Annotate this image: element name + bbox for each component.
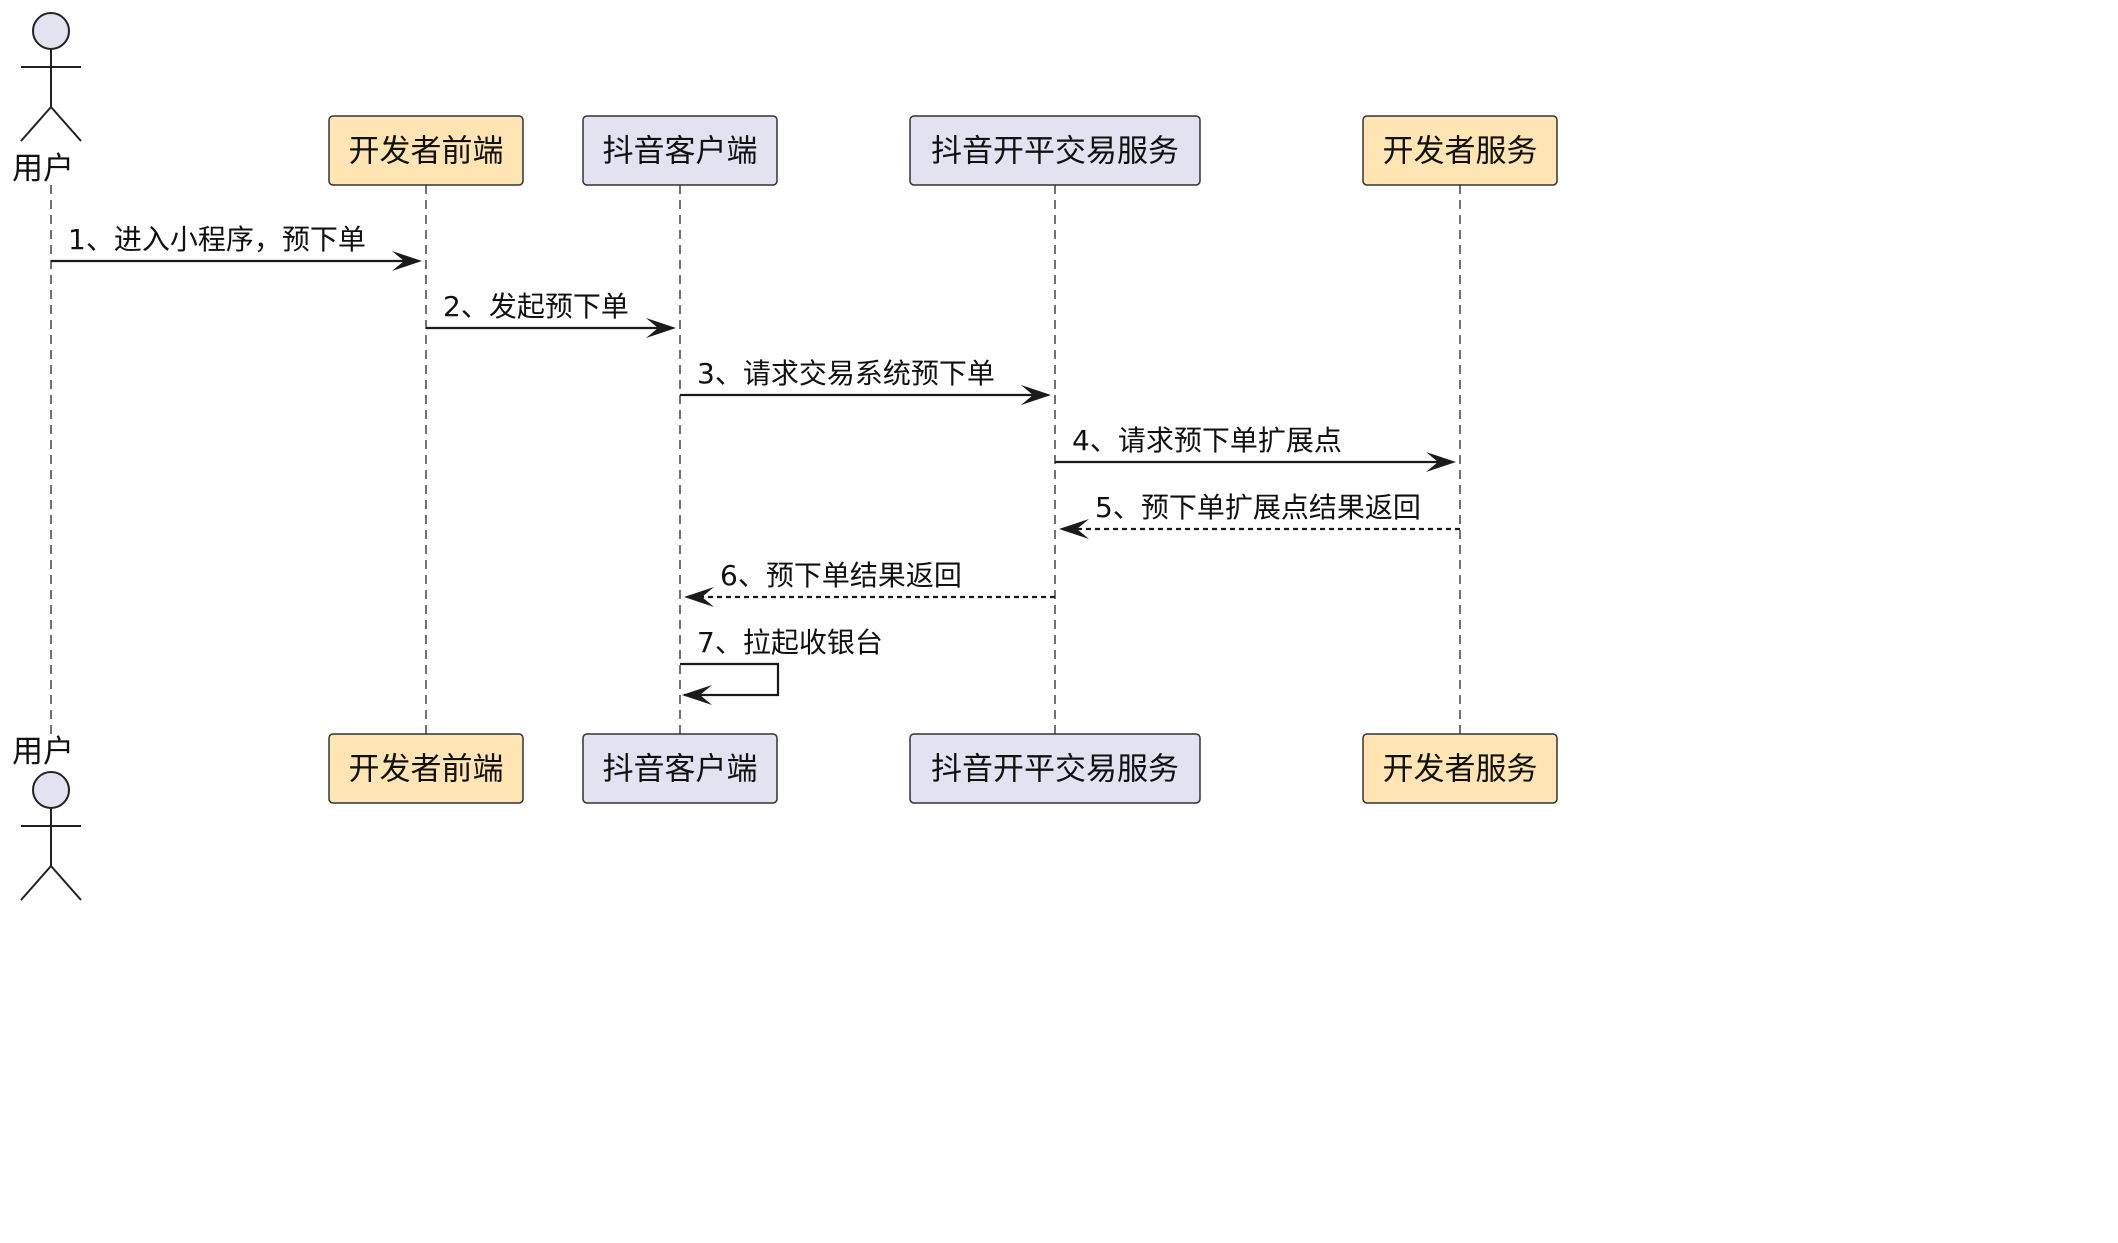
actor-head-icon	[32, 12, 70, 50]
participant-devfe-top: 开发者前端	[328, 115, 524, 186]
arrowhead-icon	[1059, 519, 1089, 539]
actor-head-icon	[32, 771, 70, 809]
arrowhead-icon	[392, 251, 422, 271]
actor-user-bottom: 用户	[12, 734, 82, 901]
participant-box	[909, 115, 1201, 186]
participant-box	[328, 115, 524, 186]
participant-label: 开发者前端	[349, 134, 504, 170]
participant-trade-bottom: 抖音开平交易服务	[909, 733, 1201, 804]
participant-label: 抖音开平交易服务	[931, 134, 1179, 170]
actor-user-top: 用户	[12, 12, 82, 187]
actor-leg-right-icon	[50, 865, 82, 901]
arrowhead-icon	[1426, 452, 1456, 472]
actor-leg-left-icon	[20, 865, 52, 901]
message-label: 3、请求交易系统预下单	[697, 357, 995, 390]
participant-label: 抖音客户端	[603, 134, 758, 170]
arrowhead-icon	[682, 685, 712, 705]
message-7: 7、拉起收银台	[680, 626, 883, 705]
actor-label: 用户	[12, 734, 74, 770]
participant-label: 开发者服务	[1383, 752, 1538, 788]
participant-label: 抖音开平交易服务	[931, 752, 1179, 788]
participant-box	[909, 733, 1201, 804]
participant-box	[1362, 115, 1558, 186]
actor-leg-left-icon	[20, 106, 52, 142]
arrowhead-icon	[1021, 385, 1051, 405]
participant-devsrv-top: 开发者服务	[1362, 115, 1558, 186]
participant-label: 开发者服务	[1383, 134, 1538, 170]
participant-trade-top: 抖音开平交易服务	[909, 115, 1201, 186]
lifelines	[50, 185, 1461, 734]
participants-top: 用户 开发者前端 抖音客户端 抖音开平交易服务 开发者服务	[12, 12, 1558, 187]
participant-dyclient-top: 抖音客户端	[582, 115, 778, 186]
participant-box	[328, 733, 524, 804]
message-label: 5、预下单扩展点结果返回	[1095, 491, 1421, 524]
actor-label: 用户	[12, 151, 74, 187]
participant-label: 开发者前端	[349, 752, 504, 788]
sequence-diagram: 用户开发者前端抖音客户端抖音开平交易服务开发者服务 用户开发者前端抖音客户端抖音…	[12, 12, 1558, 901]
message-label: 4、请求预下单扩展点	[1072, 424, 1342, 457]
participants-bottom: 用户开发者前端 抖音客户端 抖音开平交易服务 开发者服务	[12, 733, 1558, 901]
message-label: 7、拉起收银台	[697, 626, 883, 659]
participant-box	[582, 733, 778, 804]
participant-box	[1362, 733, 1558, 804]
message-label: 1、进入小程序，预下单	[68, 223, 366, 256]
message-3: 3、请求交易系统预下单	[680, 357, 1051, 405]
arrowhead-icon	[646, 318, 676, 338]
message-6: 6、预下单结果返回	[684, 559, 1055, 607]
participant-box	[582, 115, 778, 186]
arrowhead-icon	[684, 587, 714, 607]
participant-dyclient-bottom: 抖音客户端	[582, 733, 778, 804]
message-4: 4、请求预下单扩展点	[1055, 424, 1456, 472]
participant-devfe-bottom: 开发者前端	[328, 733, 524, 804]
message-label: 2、发起预下单	[443, 290, 629, 323]
message-5: 5、预下单扩展点结果返回	[1059, 491, 1460, 539]
actor-leg-right-icon	[50, 106, 82, 142]
participant-label: 抖音客户端	[603, 752, 758, 788]
self-message-line	[680, 662, 780, 697]
messages: 1、进入小程序，预下单 2、发起预下单 3、请求交易系统预下单 4、请求预下单扩展点 5…	[51, 223, 1460, 705]
message-2: 2、发起预下单	[426, 290, 676, 338]
message-1: 1、进入小程序，预下单	[51, 223, 422, 271]
message-label: 6、预下单结果返回	[720, 559, 962, 592]
participant-devsrv-bottom: 开发者服务	[1362, 733, 1558, 804]
